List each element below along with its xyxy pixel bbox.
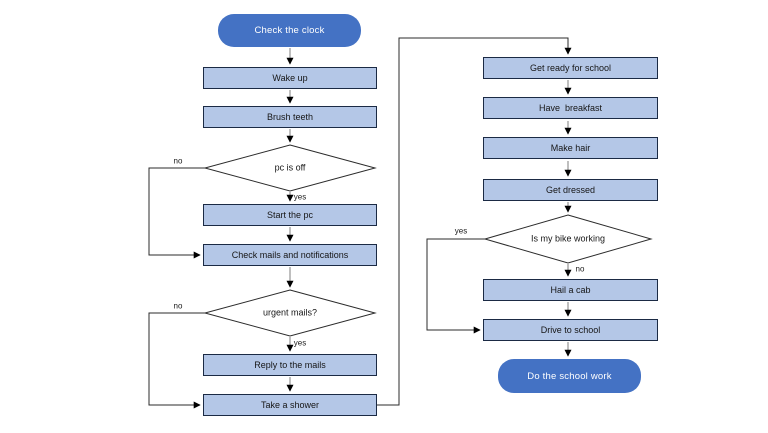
edge-label-pc-yes: yes: [293, 192, 307, 202]
node-have-breakfast: Have breakfast: [483, 97, 658, 119]
node-make-hair: Make hair: [483, 137, 658, 159]
edge-label-mail-no: no: [173, 301, 183, 311]
node-urgent-mails: urgent mails?: [262, 307, 318, 318]
node-wake-up: Wake up: [203, 67, 377, 89]
node-pc-is-off: pc is off: [274, 162, 306, 173]
node-get-ready-for-school: Get ready for school: [483, 57, 658, 79]
branch-elbows: [148, 37, 572, 409]
node-reply-to-mails: Reply to the mails: [203, 354, 377, 376]
decision-shapes: [203, 144, 653, 337]
node-brush-teeth: Brush teeth: [203, 106, 377, 128]
node-do-the-school-work: Do the school work: [498, 359, 641, 393]
node-start-the-pc: Start the pc: [203, 204, 377, 226]
node-check-the-clock: Check the clock: [218, 14, 361, 47]
node-drive-to-school: Drive to school: [483, 319, 658, 341]
diamond-pc-is-off: [203, 144, 377, 192]
node-check-mails: Check mails and notifications: [203, 244, 377, 266]
diamond-urgent-mails: [203, 289, 377, 337]
node-hail-a-cab: Hail a cab: [483, 279, 658, 301]
node-take-a-shower: Take a shower: [203, 394, 377, 416]
edge-label-bike-no: no: [575, 264, 585, 274]
edge-label-mail-yes: yes: [293, 338, 307, 348]
node-get-dressed: Get dressed: [483, 179, 658, 201]
node-bike-working: Is my bike working: [530, 233, 606, 244]
edge-label-bike-yes: yes: [454, 226, 468, 236]
diamond-bike-working: [483, 214, 653, 264]
edge-label-pc-no: no: [173, 156, 183, 166]
